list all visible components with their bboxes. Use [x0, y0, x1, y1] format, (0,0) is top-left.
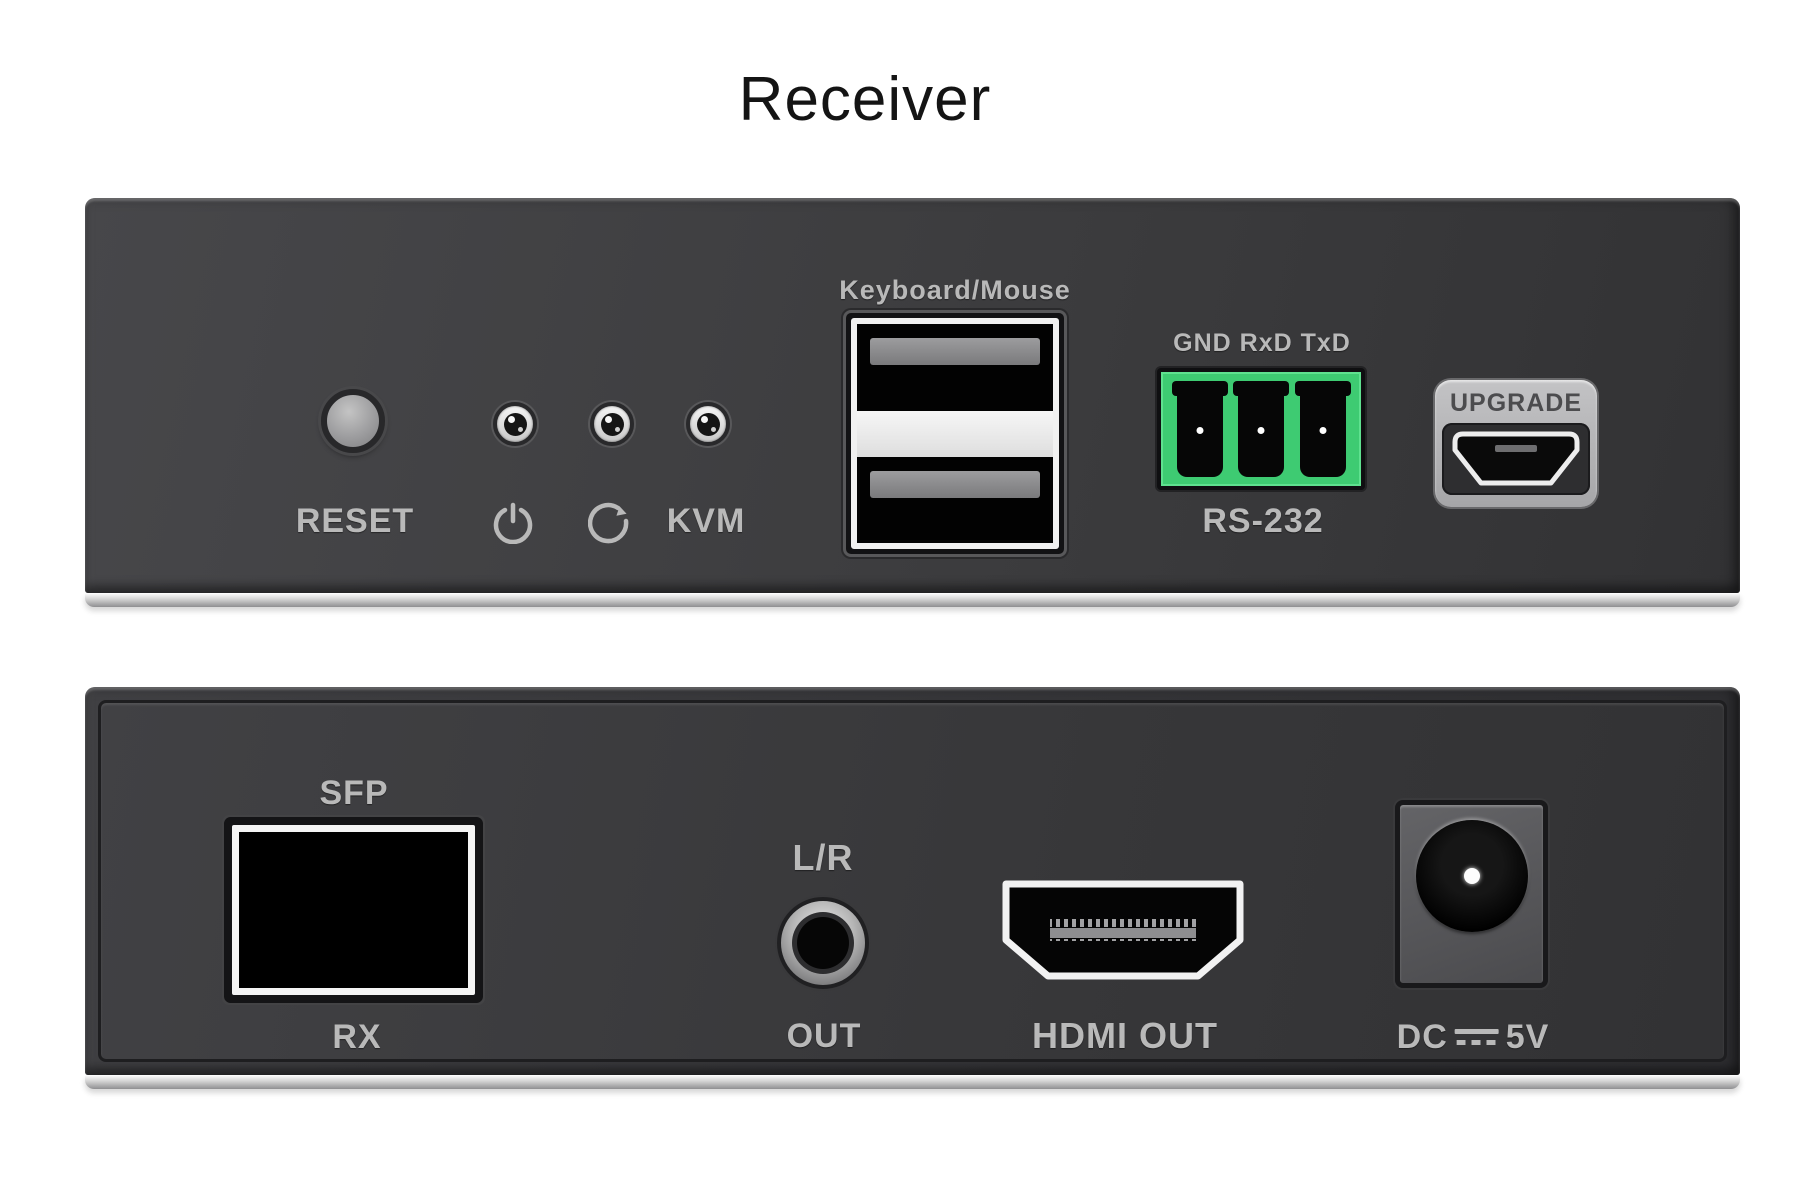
dc-label-prefix: DC: [1396, 1018, 1448, 1056]
pin-dot: [1196, 427, 1203, 434]
usb-separator: [857, 410, 1053, 457]
dc-solid-line: [1454, 1029, 1499, 1034]
pin-dot: [1257, 427, 1265, 434]
rs232-label: RS-232: [1202, 502, 1324, 540]
dc-jack-pin: [1463, 868, 1480, 884]
audio-out-label: OUT: [786, 1017, 862, 1055]
dc-jack-barrel: [1415, 820, 1528, 932]
front-panel: RESET KVM Keyboard/Mouse GND RxD TxD: [85, 198, 1740, 593]
upgrade-port-badge: UPGRADE: [1435, 380, 1597, 507]
audio-out-jack: [777, 897, 869, 989]
led-core: [503, 412, 527, 436]
micro-usb-recess: [1442, 423, 1590, 495]
dc-symbol-icon: [1454, 1029, 1499, 1045]
link-led: [590, 402, 634, 446]
led-core: [696, 412, 720, 436]
reset-button: [321, 389, 385, 453]
usb-contact-tab: [870, 470, 1040, 498]
dc-label-suffix: 5V: [1505, 1018, 1550, 1056]
rear-panel: SFP RX L/R OUT HDMI OUT DC: [85, 687, 1740, 1075]
dc-power-jack: [1395, 800, 1548, 988]
dc-power-label: DC 5V: [1397, 1020, 1550, 1054]
page-title: Receiver: [738, 65, 992, 134]
front-panel-bevel: [85, 593, 1740, 607]
terminal-socket-txd: [1294, 381, 1351, 477]
audio-jack-hole: [797, 917, 849, 969]
sync-icon: [588, 502, 629, 544]
micro-usb-icon: [1452, 431, 1580, 486]
led-core: [600, 412, 624, 436]
audio-lr-label: L/R: [792, 837, 854, 878]
serial-pin-labels: GND RxD TxD: [1173, 329, 1351, 357]
dc-dashed-line: [1456, 1040, 1497, 1045]
kvm-led: [686, 402, 730, 446]
upgrade-label: UPGRADE: [1449, 389, 1582, 417]
rs232-terminal-block: [1157, 368, 1365, 490]
sfp-rx-port: [232, 825, 475, 995]
kvm-label: KVM: [666, 502, 746, 540]
terminal-socket-gnd: [1171, 381, 1228, 477]
hdmi-out-label: HDMI OUT: [1032, 1015, 1218, 1056]
usb-shell: [851, 318, 1059, 549]
rear-panel-bevel: [85, 1075, 1740, 1089]
rx-label: RX: [332, 1018, 382, 1056]
hdmi-port-icon: [1002, 880, 1244, 980]
pin-dot: [1319, 427, 1326, 434]
usb-ports-label: Keyboard/Mouse: [839, 275, 1071, 305]
power-led: [493, 402, 537, 446]
usb-port-bottom: [857, 456, 1053, 543]
usb-keyboard-mouse-ports: [843, 310, 1067, 557]
power-icon: [493, 502, 533, 544]
terminal-socket-rxd: [1233, 381, 1289, 477]
reset-label: RESET: [295, 502, 415, 540]
usb-contact-tab: [870, 338, 1040, 365]
sfp-label: SFP: [319, 774, 389, 812]
usb-port-top: [857, 324, 1053, 411]
